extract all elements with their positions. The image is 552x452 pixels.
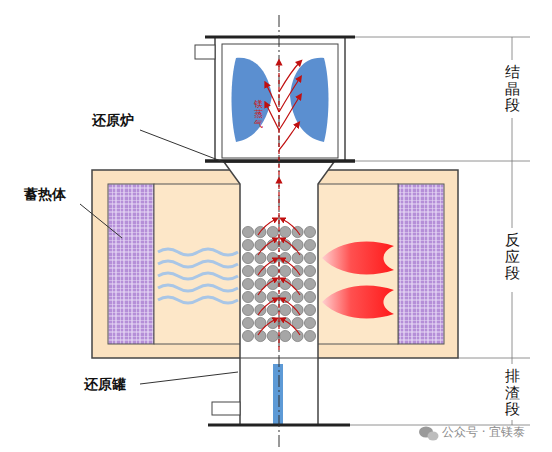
- vapor-arrow: [282, 259, 300, 275]
- charge-pellet: [255, 291, 266, 302]
- charge-pellet: [267, 265, 278, 276]
- charge-pellet: [304, 330, 315, 341]
- charge-pellet: [242, 304, 253, 315]
- charge-pellet: [242, 278, 253, 289]
- charge-pellet: [292, 291, 303, 302]
- charge-pellet: [267, 330, 278, 341]
- charge-pellet: [267, 226, 278, 237]
- vapor-arrow: [282, 219, 300, 235]
- part-label: 蓄热体: [24, 186, 66, 204]
- charge-pellet: [292, 239, 303, 250]
- charge-pellet: [304, 291, 315, 302]
- charge-pellet: [255, 304, 266, 315]
- vapor-arrow: [258, 279, 276, 295]
- charge-pellet: [280, 226, 291, 237]
- vapor-arrow: [258, 219, 276, 235]
- charge-pellet: [242, 317, 253, 328]
- charge-pellet: [280, 330, 291, 341]
- charge-pellet: [280, 304, 291, 315]
- charge-pellet: [304, 278, 315, 289]
- charge-pellet: [304, 226, 315, 237]
- charge-pellet: [304, 252, 315, 263]
- part-label: 还原罐: [84, 376, 126, 394]
- vapor-arrow: [258, 299, 276, 315]
- charge-pellet: [242, 330, 253, 341]
- charge-pellet: [255, 252, 266, 263]
- charge-pellet: [242, 265, 253, 276]
- section-label: 排渣段: [505, 368, 520, 418]
- vapor-arrow: [282, 319, 300, 335]
- vapor-arrow: [282, 239, 300, 255]
- charge-pellet: [304, 317, 315, 328]
- part-label: 还原炉: [92, 112, 134, 130]
- charge-pellet: [304, 265, 315, 276]
- vapor-arrow: [282, 299, 300, 315]
- vapor-label: 镁蒸气: [254, 100, 263, 130]
- charge-pellet: [304, 239, 315, 250]
- charge-pellet: [292, 304, 303, 315]
- charge-pellet: [242, 252, 253, 263]
- charge-pellet: [267, 304, 278, 315]
- section-label: 结晶段: [505, 64, 520, 114]
- vapor-arrow: [258, 259, 276, 275]
- vapor-arrow: [282, 279, 300, 295]
- charge-pellet: [242, 291, 253, 302]
- charge-pellet: [280, 265, 291, 276]
- charge-pellet: [292, 252, 303, 263]
- charge-pellet: [280, 252, 291, 263]
- charge-pellet: [242, 226, 253, 237]
- charge-pellet: [267, 252, 278, 263]
- charge-pellet: [304, 304, 315, 315]
- charge-pellet: [255, 239, 266, 250]
- vapor-arrow: [258, 239, 276, 255]
- charge-pellet: [242, 239, 253, 250]
- section-label: 反应段: [505, 232, 520, 282]
- watermark: 公众号 · 宜镁泰: [442, 424, 525, 441]
- vapor-arrow: [258, 319, 276, 335]
